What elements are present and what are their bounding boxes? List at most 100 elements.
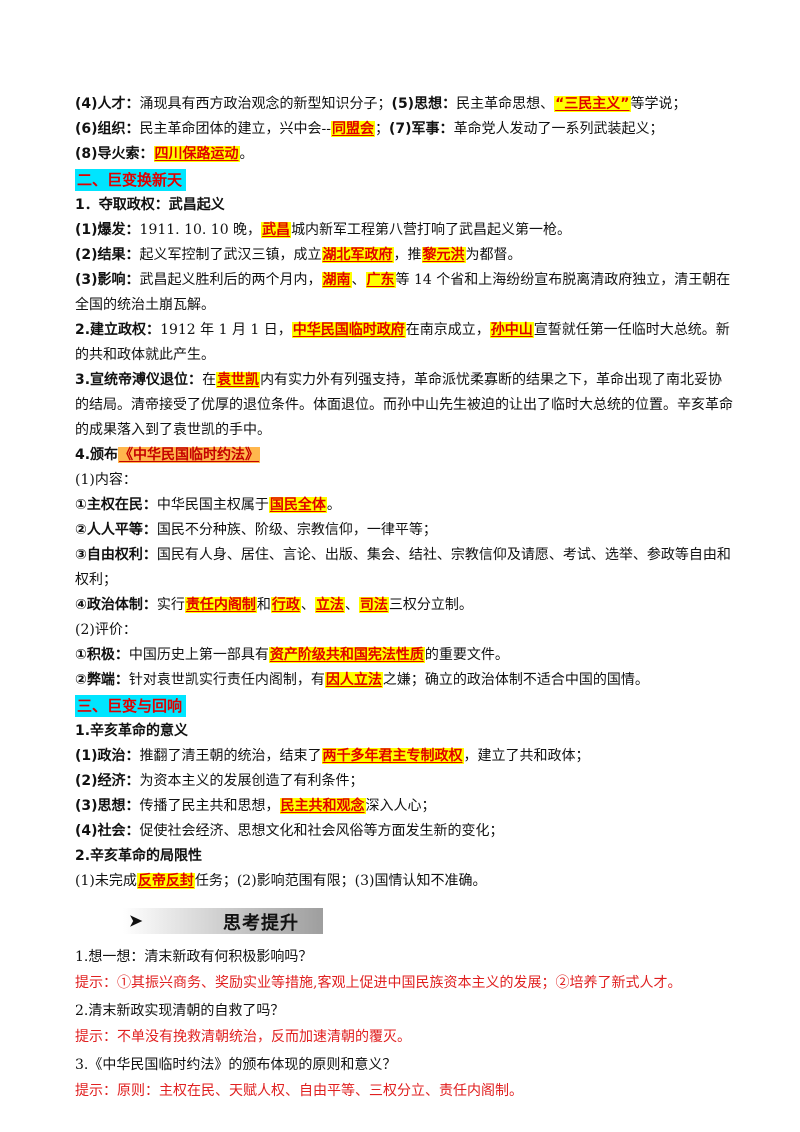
- label: ③自由权利：: [75, 547, 157, 563]
- text: 国民有人身、居住、言论、出版、集会、结社、宗教信仰及请愿、考试、选举、参政等自由…: [75, 547, 731, 588]
- label: (4)社会：: [75, 823, 140, 839]
- text: 实行: [156, 597, 185, 613]
- question-3: 3.《中华民国临时约法》的颁布体现的原则和意义？: [75, 1057, 397, 1073]
- text: ，推: [393, 247, 422, 263]
- highlight: 湖南: [321, 272, 352, 288]
- text: 、: [344, 597, 359, 613]
- text: ，建立了共和政体；: [463, 748, 590, 764]
- limitations-line: (1)未完成反帝反封任务；(2)影响范围有限；(3)国情认知不准确。: [75, 869, 735, 894]
- text: 针对袁世凯实行责任内阁制，有: [128, 672, 325, 688]
- text: 和: [256, 597, 271, 613]
- highlight: 国民全体: [268, 497, 327, 513]
- label: (1)爆发：: [75, 222, 140, 238]
- label: (3)思想：: [75, 798, 140, 814]
- text: 1911. 10. 10 晚，: [139, 222, 262, 238]
- text: 中国历史上第一部具有: [128, 647, 269, 663]
- highlight: 民主共和观念: [279, 798, 366, 814]
- heading-significance: 1.辛亥革命的意义: [75, 723, 189, 739]
- establish-paragraph: 2.建立政权：1912 年 1 月 1 日，中华民国临时政府在南京成立，孙中山宣…: [75, 318, 735, 368]
- drawback-line: ②弊端：针对袁世凯实行责任内阁制，有因人立法之嫌；确立的政治体制不适合中国的国情…: [75, 668, 735, 693]
- text: 民主革命团体的建立，兴中会--: [139, 121, 332, 137]
- text: 城内新军工程第八营打响了武昌起义第一枪。: [291, 222, 572, 238]
- label: 4.颁布: [75, 447, 119, 463]
- question-2: 2.清末新政实现清朝的自救了吗？: [75, 1003, 285, 1019]
- label: ④政治体制：: [75, 597, 157, 613]
- text: 中华民国主权属于: [156, 497, 269, 513]
- text: 任务；(2)影响范围有限；(3)国情认知不准确。: [194, 873, 487, 889]
- label: (2)经济：: [75, 773, 140, 789]
- text: (1)未完成: [75, 873, 137, 889]
- text: 等 14 个省和上海纷纷宣布脱离清政府独立，清王朝在全国的统治土崩瓦解。: [75, 272, 731, 313]
- section-title-2: 二、巨变换新天: [75, 169, 187, 191]
- political-system-line: ④政治体制：实行责任内阁制和行政、立法、司法三权分立制。: [75, 593, 735, 618]
- trigger-line: (8)导火索：四川保路运动。: [75, 142, 735, 167]
- label-military: (7)军事：: [389, 121, 454, 137]
- text: 、: [351, 272, 366, 288]
- label: (2)结果：: [75, 247, 140, 263]
- highlight: 立法: [314, 597, 345, 613]
- text: 之嫌；确立的政治体制不适合中国的国情。: [382, 672, 649, 688]
- highlight: 湖北军政府: [321, 247, 394, 263]
- evaluation-label: (2)评价：: [75, 622, 137, 638]
- text: ；: [375, 121, 390, 137]
- result-line: (2)结果：起义军控制了武汉三镇，成立湖北军政府，推黎元洪为都督。: [75, 243, 735, 268]
- arrow-icon: ➤: [129, 911, 143, 930]
- text: 等学说；: [630, 96, 687, 112]
- text: 在南京成立，: [405, 322, 490, 338]
- text: 宣誓就任第一任临时大总统。新的共和政体就此产生。: [75, 322, 730, 363]
- highlight: 武昌: [261, 222, 292, 238]
- document-page: (4)人才：涌现具有西方政治观念的新型知识分子；(5)思想：民主革命思想、“三民…: [75, 92, 735, 1104]
- highlight: 因人立法: [324, 672, 383, 688]
- highlight: 中华民国临时政府: [291, 322, 406, 338]
- highlight-tongmenghui: 同盟会: [331, 121, 376, 137]
- rights-paragraph: ③自由权利：国民有人身、居住、言论、出版、集会、结社、宗教信仰及请愿、考试、选举…: [75, 543, 735, 593]
- text: 。: [239, 146, 254, 162]
- politics-line: (1)政治：推翻了清王朝的统治，结束了两千多年君主专制政权，建立了共和政体；: [75, 744, 735, 769]
- section-title-3: 三、巨变与回响: [75, 695, 187, 717]
- talent-thought-line: (4)人才：涌现具有西方政治观念的新型知识分子；(5)思想：民主革命思想、“三民…: [75, 92, 735, 117]
- highlight: 责任内阁制: [184, 597, 257, 613]
- text: 为资本主义的发展创造了有利条件；: [139, 773, 364, 789]
- text: 革命党人发动了一系列武装起义；: [453, 121, 664, 137]
- heading-limitations: 2.辛亥革命的局限性: [75, 848, 203, 864]
- label: ②弊端：: [75, 672, 129, 688]
- label-organization: (6)组织：: [75, 121, 140, 137]
- highlight: 孙中山: [489, 322, 534, 338]
- label-talent: (4)人才：: [75, 96, 140, 112]
- highlight-three-principles: “三民主义”: [554, 96, 631, 112]
- label: 2.建立政权：: [75, 322, 161, 338]
- impact-paragraph: (3)影响：武昌起义胜利后的两个月内，湖南、广东等 14 个省和上海纷纷宣布脱离…: [75, 268, 735, 318]
- label: ①主权在民：: [75, 497, 157, 513]
- answer-1: 提示：①其振兴商务、奖励实业等措施,客观上促进中国民族资本主义的发展；②培养了新…: [75, 975, 682, 991]
- text: 。: [326, 497, 341, 513]
- highlight: 袁世凯: [216, 372, 261, 388]
- economy-line: (2)经济：为资本主义的发展创造了有利条件；: [75, 769, 735, 794]
- text: 三权分立制。: [388, 597, 473, 613]
- text: 民主革命思想、: [456, 96, 555, 112]
- highlight: 司法: [358, 597, 389, 613]
- label: (3)影响：: [75, 272, 140, 288]
- positive-line: ①积极：中国历史上第一部具有资产阶级共和国宪法性质的重要文件。: [75, 643, 735, 668]
- label-trigger: (8)导火索：: [75, 146, 154, 162]
- think-banner: ➤ 思考提升: [123, 908, 323, 934]
- label: ②人人平等：: [75, 522, 157, 538]
- organization-military-line: (6)组织：民主革命团体的建立，兴中会--同盟会；(7)军事：革命党人发动了一系…: [75, 117, 735, 142]
- society-line: (4)社会：促使社会经济、思想文化和社会风俗等方面发生新的变化；: [75, 819, 735, 844]
- label: (1)政治：: [75, 748, 140, 764]
- answer-2: 提示：不单没有挽救清朝统治，反而加速清朝的覆灭。: [75, 1029, 411, 1045]
- sovereignty-line: ①主权在民：中华民国主权属于国民全体。: [75, 493, 735, 518]
- text: 起义军控制了武汉三镇，成立: [139, 247, 322, 263]
- outbreak-line: (1)爆发：1911. 10. 10 晚，武昌城内新军工程第八营打响了武昌起义第…: [75, 218, 735, 243]
- text: 1912 年 1 月 1 日，: [160, 322, 292, 338]
- question-1: 1.想一想：清末新政有何积极影响吗？: [75, 949, 313, 965]
- text: 武昌起义胜利后的两个月内，: [139, 272, 322, 288]
- constitution-heading: 4.颁布《中华民国临时约法》: [75, 443, 735, 468]
- equality-line: ②人人平等：国民不分种族、阶级、宗教信仰，一律平等；: [75, 518, 735, 543]
- text: 内有实力外有列强支持，革命派忧柔寡断的结果之下，革命出现了南北妥协的结局。清帝接…: [75, 372, 733, 438]
- highlight-railway-movement: 四川保路运动: [153, 146, 240, 162]
- text: 在: [202, 372, 217, 388]
- content-label: (1)内容：: [75, 472, 137, 488]
- highlight: 两千多年君主专制政权: [321, 748, 464, 764]
- text: 的重要文件。: [424, 647, 509, 663]
- text: 深入人心；: [365, 798, 436, 814]
